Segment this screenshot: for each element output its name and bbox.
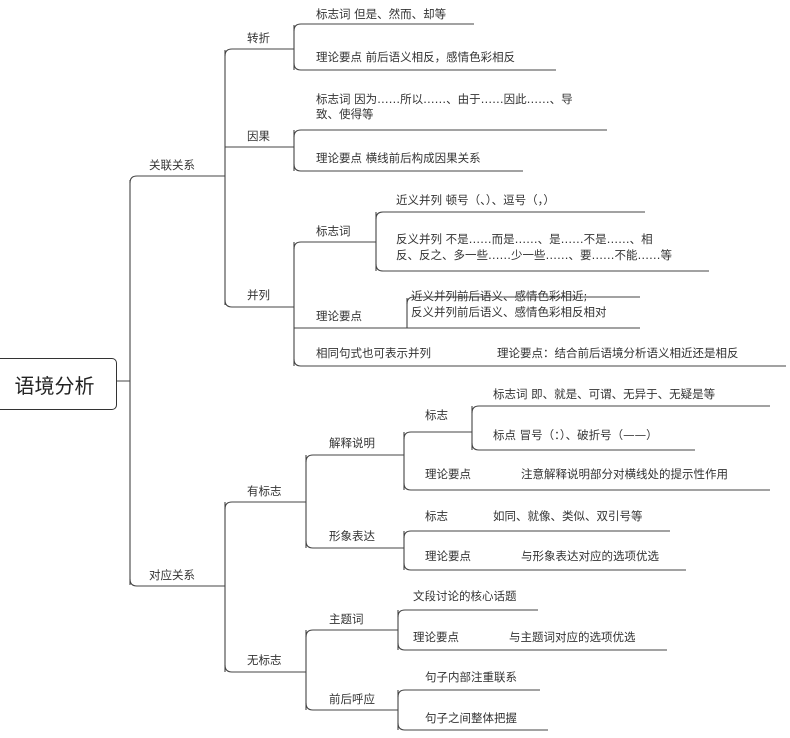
zhuti-theory-line bbox=[397, 642, 667, 651]
jieshi-word-line bbox=[471, 405, 770, 414]
node-yinguo[interactable]: 因果 bbox=[247, 129, 270, 143]
branch-relation[interactable]: 关联关系 bbox=[149, 158, 195, 172]
binglie-anti-line bbox=[375, 263, 709, 272]
binglie-sameform-line bbox=[293, 358, 786, 367]
branch-correspond-line bbox=[129, 578, 225, 587]
binglie-near-line bbox=[375, 211, 645, 220]
jieshi-theory-line bbox=[403, 482, 770, 491]
xingxiang-marker-text[interactable]: 如同、就像、类似、双引号等 bbox=[493, 509, 643, 523]
node-zhuanzhe[interactable]: 转折 bbox=[247, 31, 270, 45]
jieshi-punct-line bbox=[471, 442, 695, 451]
xingxiang-marker[interactable]: 标志 bbox=[425, 509, 448, 523]
binglie-same-theory[interactable]: 理论要点：结合前后语境分析语义相近还是相反 bbox=[497, 346, 739, 360]
binglie-anti-l1[interactable]: 反义并列 不是……而是……、是……不是……、相 bbox=[396, 232, 653, 246]
node-wubiaozhi[interactable]: 无标志 bbox=[247, 653, 282, 667]
xingxiang-marker-line bbox=[403, 530, 670, 539]
zhuanzhe-marker[interactable]: 标志词 但是、然而、却等 bbox=[316, 7, 447, 21]
xingxiang-line bbox=[305, 540, 404, 549]
youbiaozhi-line bbox=[224, 501, 306, 510]
node-youbiaozhi[interactable]: 有标志 bbox=[247, 484, 282, 498]
zhuti-line bbox=[305, 629, 398, 638]
huying-item1-line bbox=[397, 689, 540, 698]
jieshi-marker-word[interactable]: 标志词 即、就是、可谓、无异于、无疑是等 bbox=[493, 387, 716, 401]
zhuti-desc[interactable]: 文段讨论的核心话题 bbox=[413, 589, 517, 603]
node-huying[interactable]: 前后呼应 bbox=[329, 692, 375, 706]
zhuti-theory[interactable]: 理论要点 bbox=[413, 630, 459, 644]
xingxiang-theory-line bbox=[403, 562, 686, 571]
binglie-theory-l2[interactable]: 反义并列前后语义、感情色彩相反相对 bbox=[411, 305, 607, 319]
xingxiang-theory-text[interactable]: 与形象表达对应的选项优选 bbox=[521, 549, 659, 563]
binglie-theory-l1 bbox=[406, 296, 640, 305]
binglie-sameform[interactable]: 相同句式也可表示并列 bbox=[316, 346, 431, 360]
node-jieshi[interactable]: 解释说明 bbox=[329, 436, 375, 450]
node-zhuti[interactable]: 主题词 bbox=[329, 612, 364, 626]
zhuti-theory-text[interactable]: 与主题词对应的选项优选 bbox=[509, 630, 636, 644]
binglie-marker-line bbox=[293, 241, 376, 250]
zhuanzhe-theory[interactable]: 理论要点 前后语义相反，感情色彩相反 bbox=[316, 50, 516, 64]
jieshi-line bbox=[305, 454, 404, 463]
xingxiang-theory[interactable]: 理论要点 bbox=[425, 549, 471, 563]
huying-line bbox=[305, 702, 398, 711]
binglie-marker[interactable]: 标志词 bbox=[316, 224, 351, 238]
zhuanzhe-line bbox=[224, 48, 294, 57]
jieshi-marker-punct[interactable]: 标点 冒号（：）、破折号（——） bbox=[493, 428, 658, 442]
jieshi-theory-text[interactable]: 注意解释说明部分对横线处的提示性作用 bbox=[521, 467, 728, 481]
root-node[interactable]: 语境分析 bbox=[0, 358, 117, 410]
zhuanzhe-marker-line bbox=[293, 23, 474, 32]
huying-item2[interactable]: 句子之间整体把握 bbox=[425, 711, 517, 725]
jieshi-marker[interactable]: 标志 bbox=[425, 408, 448, 422]
jieshi-theory[interactable]: 理论要点 bbox=[425, 467, 471, 481]
node-xingxiang[interactable]: 形象表达 bbox=[329, 529, 375, 543]
binglie-line bbox=[224, 299, 294, 308]
binglie-theory-l1[interactable]: 近义并列前后语义、感情色彩相近; bbox=[411, 289, 588, 303]
branch-relation-line bbox=[129, 175, 225, 184]
jieshi-marker-line bbox=[403, 431, 472, 440]
binglie-near[interactable]: 近义并列 顿号（、）、逗号（，） bbox=[396, 193, 555, 207]
zhuti-desc-line bbox=[397, 609, 538, 618]
root-connector bbox=[117, 180, 131, 585]
huying-item2-line bbox=[397, 722, 548, 731]
yinguo-marker-l2[interactable]: 致、使得等 bbox=[316, 107, 374, 121]
binglie-anti-l2[interactable]: 反、反之、多一些……少一些……、要……不能……等 bbox=[396, 248, 672, 262]
zhuanzhe-theory-line bbox=[293, 62, 556, 71]
yinguo-theory-line bbox=[293, 163, 523, 172]
yinguo-theory[interactable]: 理论要点 横线前后构成因果关系 bbox=[316, 151, 481, 165]
huying-item1[interactable]: 句子内部注重联系 bbox=[425, 670, 517, 684]
yinguo-marker-line bbox=[293, 129, 607, 138]
connector-group bbox=[117, 23, 786, 731]
binglie-theory[interactable]: 理论要点 bbox=[316, 309, 362, 323]
yinguo-marker-l1[interactable]: 标志词 因为……所以……、由于……因此……、导 bbox=[316, 92, 573, 106]
branch-correspond[interactable]: 对应关系 bbox=[149, 568, 195, 582]
wubiaozhi-line bbox=[224, 664, 306, 673]
node-binglie[interactable]: 并列 bbox=[247, 288, 270, 302]
